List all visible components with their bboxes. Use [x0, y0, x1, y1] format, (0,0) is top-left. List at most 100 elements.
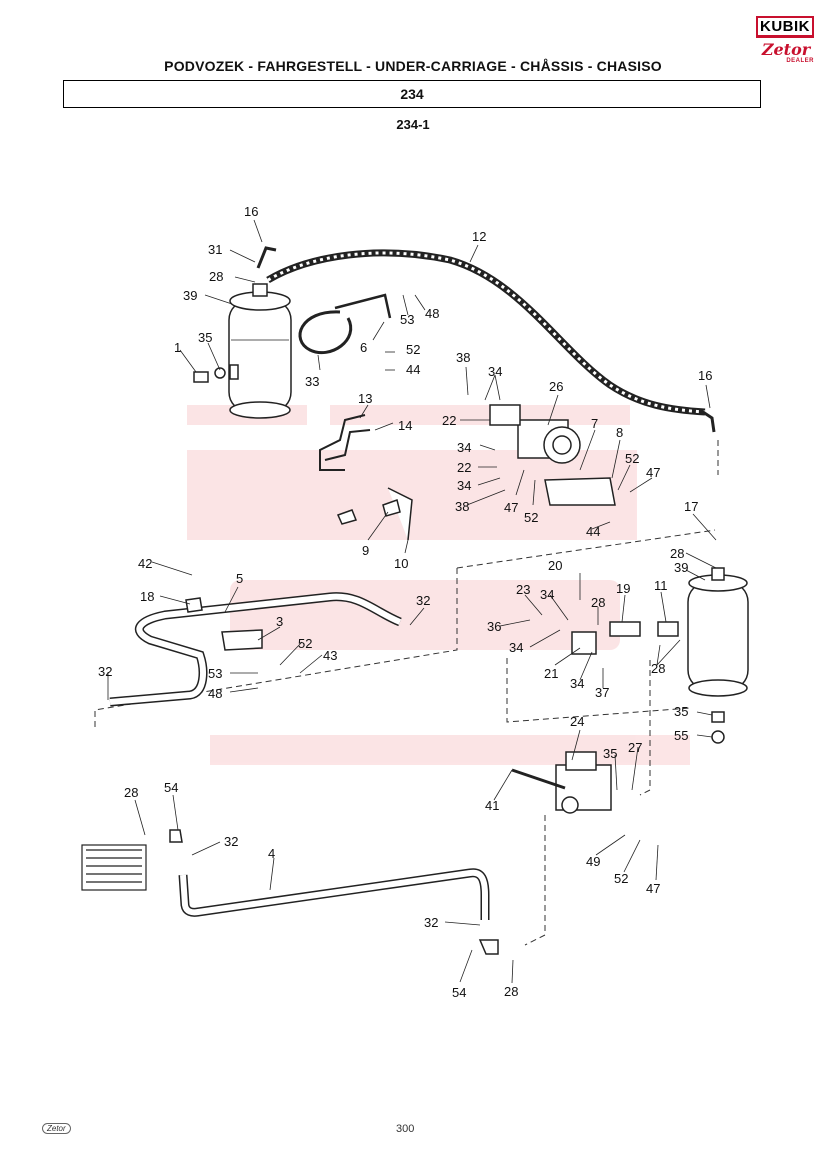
callout-label: 33: [305, 374, 319, 389]
kubik-logo-text: KUBIK: [758, 18, 812, 35]
callout-label: 22: [442, 413, 456, 428]
callout-label: 8: [616, 425, 623, 440]
callout-label: 47: [646, 465, 660, 480]
callout-label: 34: [509, 640, 523, 655]
callout-label: 13: [358, 391, 372, 406]
compressor-cooler: [81, 844, 147, 891]
callout-label: 27: [628, 740, 642, 755]
callout-label: 34: [540, 587, 554, 602]
callout-label: 52: [614, 871, 628, 886]
callout-label: 28: [209, 269, 223, 284]
callout-label: 17: [684, 499, 698, 514]
distribution-block: [571, 621, 679, 655]
callout-label: 22: [457, 460, 471, 475]
callout-label: 36: [487, 619, 501, 634]
callout-label: 1: [174, 340, 181, 355]
air-tank-upper: [228, 283, 292, 419]
callout-label: 26: [549, 379, 563, 394]
air-tank-right: [687, 567, 749, 744]
callout-label: 38: [455, 499, 469, 514]
callout-label: 10: [394, 556, 408, 571]
figure-number: 234-1: [396, 117, 430, 132]
callout-label: 44: [406, 362, 420, 377]
callout-label: 3: [276, 614, 283, 629]
callout-label: 7: [591, 416, 598, 431]
callout-label: 38: [456, 350, 470, 365]
brake-control-valve: [511, 751, 612, 814]
callout-label: 37: [595, 685, 609, 700]
callout-leader-lines: [107, 219, 717, 984]
callout-label: 39: [183, 288, 197, 303]
callout-label: 4: [268, 846, 275, 861]
callout-label: 28: [124, 785, 138, 800]
callout-label: 35: [198, 330, 212, 345]
callout-label: 35: [603, 746, 617, 761]
callout-label: 54: [164, 780, 178, 795]
callout-label: 23: [516, 582, 530, 597]
callout-label: 48: [425, 306, 439, 321]
callout-label: 49: [586, 854, 600, 869]
callout-label: 28: [651, 661, 665, 676]
coiled-air-hose: [266, 249, 706, 416]
callout-label: 32: [224, 834, 238, 849]
page-number: 300: [396, 1123, 415, 1135]
callout-label: 52: [625, 451, 639, 466]
callout-label: 18: [140, 589, 154, 604]
zetor-logo-text: Zetor: [761, 40, 811, 59]
callout-label: 34: [457, 440, 471, 455]
callout-label: 9: [362, 543, 369, 558]
tank-strap: [298, 310, 353, 355]
callout-label: 52: [524, 510, 538, 525]
dashed-routing-lines: [94, 440, 719, 946]
elbow-fitting-54: [169, 829, 499, 955]
callout-label: 48: [208, 686, 222, 701]
callout-numbers: 16 12 31 28 39 53 48 1 35 6 52 44 33 38 …: [98, 204, 712, 1000]
small-pipes: [319, 414, 371, 471]
kubik-logo-mark: KUBIK: [756, 16, 814, 38]
callout-label: 52: [298, 636, 312, 651]
dealer-logo-text: DEALER: [786, 58, 814, 64]
callout-label: 54: [452, 985, 466, 1000]
callout-label: 16: [698, 368, 712, 383]
callout-label: 47: [504, 500, 518, 515]
elbow-fitting-upper: [256, 246, 277, 269]
callout-label: 11: [654, 578, 668, 593]
callout-label: 47: [646, 881, 660, 896]
callout-label: 6: [360, 340, 367, 355]
pressure-regulator-valve: [489, 404, 581, 464]
pipe-bracket: [221, 629, 263, 651]
callout-label: 5: [236, 571, 243, 586]
callout-label: 12: [472, 229, 486, 244]
kubik-zetor-dealer-logo: KUBIK Zetor DEALER: [754, 12, 818, 68]
kubik-zetor-watermark: [187, 405, 690, 765]
callout-label: 42: [138, 556, 152, 571]
callout-label: 14: [398, 418, 412, 433]
callout-label: 32: [98, 664, 112, 679]
callout-label: 16: [244, 204, 258, 219]
callout-label: 39: [674, 560, 688, 575]
section-number-box: 234: [63, 80, 761, 108]
pipe-clamp: [185, 597, 203, 613]
callout-label: 20: [548, 558, 562, 573]
callout-label: 28: [504, 984, 518, 999]
callout-label: 21: [544, 666, 558, 681]
drain-valve: [193, 364, 239, 383]
callout-label: 28: [591, 595, 605, 610]
callout-label: 32: [416, 593, 430, 608]
mounting-brackets: [336, 487, 413, 541]
callout-label: 52: [406, 342, 420, 357]
callout-label: 43: [323, 648, 337, 663]
callout-label: 34: [570, 676, 584, 691]
callout-label: 53: [208, 666, 222, 681]
callout-label: 35: [674, 704, 688, 719]
callout-label: 44: [586, 524, 600, 539]
callout-label: 53: [400, 312, 414, 327]
callout-label: 24: [570, 714, 584, 729]
callout-label: 31: [208, 242, 222, 257]
valve-bracket: [544, 477, 616, 506]
callout-label: 19: [616, 581, 630, 596]
callout-label: 34: [488, 364, 502, 379]
callout-label: 32: [424, 915, 438, 930]
callout-label: 41: [485, 798, 499, 813]
